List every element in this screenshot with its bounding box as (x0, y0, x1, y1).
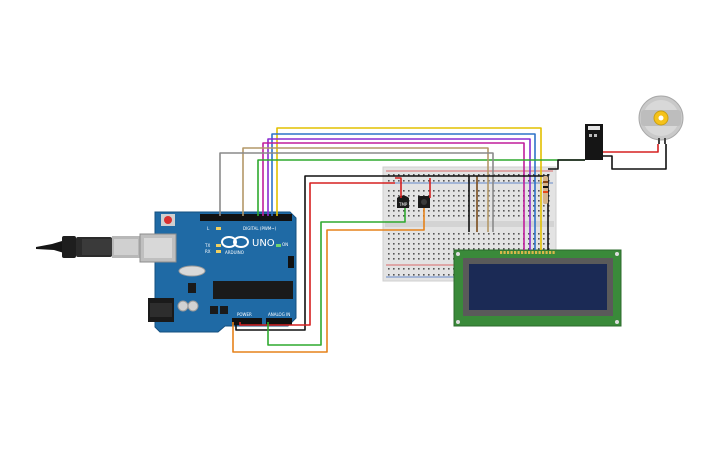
analog-header (266, 318, 292, 325)
wire-red-lower (239, 182, 395, 326)
lcd-pin-header (500, 251, 555, 254)
wire-blue (271, 133, 536, 250)
on-label: ON (282, 242, 288, 247)
wire-tan (242, 147, 489, 232)
resistor (543, 176, 548, 204)
arduino-uno-board[interactable]: UNO ARDUINO DIGITAL (PWM~) TX RX L ON PO… (139, 211, 297, 333)
l-label: L (207, 226, 210, 231)
uno-label: UNO (252, 238, 275, 249)
arduino-logo-icon (221, 236, 249, 248)
digital-header (200, 214, 292, 221)
wire-yellow (276, 127, 542, 250)
dc-motor[interactable] (638, 95, 684, 144)
wire-green-top (257, 159, 585, 216)
tmp-sensor[interactable]: TMP (397, 195, 409, 209)
wire-orange-lower (232, 208, 425, 353)
digital-label: DIGITAL (PWM~) (243, 226, 277, 231)
tmp-sensor-label: TMP (398, 202, 408, 207)
wire-purple (267, 138, 531, 250)
lcd-display[interactable] (453, 249, 622, 327)
wire-black-module (548, 159, 585, 170)
push-button[interactable] (418, 196, 430, 208)
crystal-oscillator (178, 265, 206, 277)
brand-label: ARDUINO (225, 250, 244, 255)
wire-grey (219, 152, 494, 232)
rx-label: RX (205, 249, 211, 254)
wire-red-bb-1 (395, 177, 402, 198)
atmega-chip (213, 281, 293, 299)
analog-label: ANALOG IN (268, 312, 290, 317)
power-header (232, 318, 262, 325)
wire-black-lower (235, 175, 548, 331)
wire-green-lower (267, 208, 406, 346)
wire-red-motor (603, 144, 659, 153)
motor-module[interactable] (585, 124, 603, 160)
tx-label: TX (204, 243, 210, 248)
power-label: POWER (237, 312, 252, 317)
wire-black-motor (603, 144, 667, 170)
usb-cable (36, 236, 140, 258)
wire-magenta (262, 142, 525, 250)
